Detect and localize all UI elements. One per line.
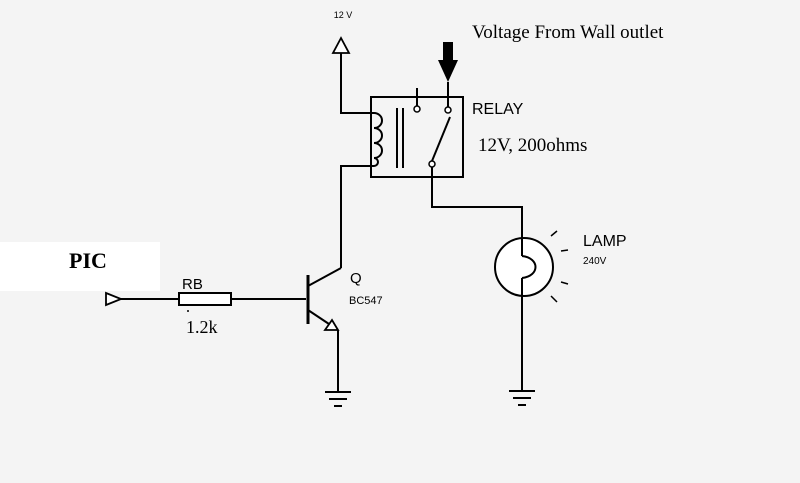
pic-label: PIC (69, 248, 107, 273)
resistor-value-label: 1.2k (186, 317, 218, 337)
lamp-voltage-label: 240V (583, 256, 607, 267)
transistor-name-label: Q (350, 270, 362, 287)
ground-symbol-transistor (325, 391, 351, 407)
relay-nc-contact (413, 105, 421, 113)
relay-no-contact (444, 106, 452, 114)
relay-coil (373, 112, 383, 167)
supply-wire (340, 53, 374, 114)
resistor-name-label: RB (182, 276, 203, 293)
lamp-light-rays (550, 230, 569, 303)
supply-arrow (331, 36, 351, 54)
mains-input-arrow (438, 42, 458, 107)
ground-symbol-lamp (509, 390, 535, 406)
relay-spec-label: 12V, 200ohms (478, 135, 587, 156)
transistor-part-label: BC547 (349, 295, 383, 307)
lamp-name-label: LAMP (583, 233, 627, 250)
collector-wire (340, 165, 374, 268)
supply-voltage-label: 12 V (334, 10, 353, 20)
transistor-q (306, 267, 342, 331)
relay-name-label: RELAY (472, 101, 524, 118)
input-port-arrow (105, 291, 124, 307)
lamp-supply-wire (431, 167, 523, 236)
relay-common-contact (428, 160, 436, 168)
mains-label: Voltage From Wall outlet (472, 22, 664, 43)
relay-switch-arm (431, 116, 451, 162)
lamp-symbol (494, 236, 554, 298)
resistor-rb (178, 292, 232, 306)
pic-label-box (0, 242, 160, 291)
